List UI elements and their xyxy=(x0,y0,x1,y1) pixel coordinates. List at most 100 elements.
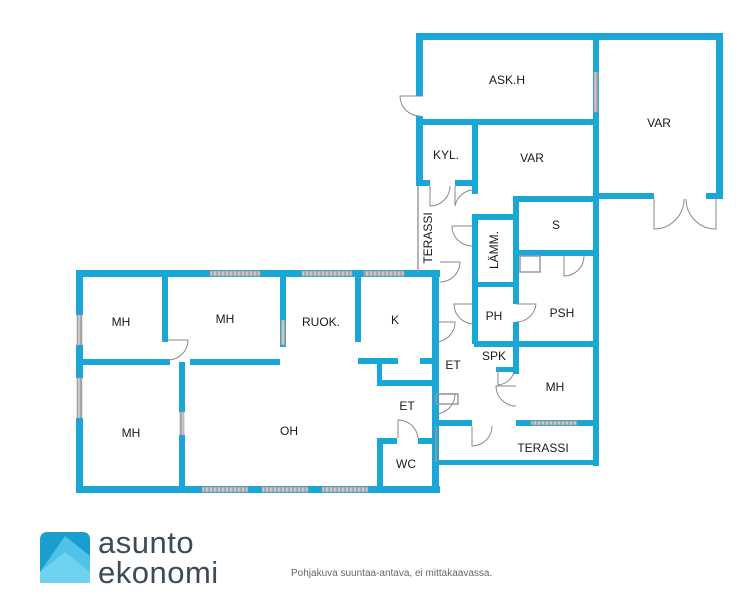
room-label-terassi-bottom: TERASSI xyxy=(517,441,568,455)
wall-mh-row-divider xyxy=(76,359,170,365)
door-k xyxy=(434,321,456,343)
door-terassi xyxy=(439,261,461,283)
room-label-ask-h: ASK.H xyxy=(489,73,525,87)
room-label-ruok: RUOK. xyxy=(302,315,340,329)
room-label-mh-bottom-left: MH xyxy=(122,426,141,440)
room-label-et-lower: ET xyxy=(399,399,415,413)
wall-right-outer xyxy=(593,196,599,466)
wall-top-block-top xyxy=(416,33,723,40)
room-label-oh: OH xyxy=(280,424,298,438)
wall-house-left-top xyxy=(76,270,83,315)
door-kyl xyxy=(429,185,451,207)
room-label-mh-right: MH xyxy=(546,380,565,394)
door-mh-right xyxy=(495,385,517,407)
room-label-spk: SPK xyxy=(482,349,506,363)
wall-var-bottom xyxy=(596,193,654,199)
window-mh3-left xyxy=(76,377,83,419)
door-wc xyxy=(397,419,419,439)
window-askh xyxy=(593,71,599,113)
wall-psh-left xyxy=(513,256,519,304)
wall-psh-left-lower xyxy=(513,322,519,346)
room-label-wc: WC xyxy=(396,457,416,471)
wall-wc-left xyxy=(377,438,383,490)
wall-top-block-left xyxy=(416,33,423,96)
window-ruok xyxy=(301,270,353,277)
door-ph xyxy=(453,303,475,325)
wall-lamm-top xyxy=(472,214,516,220)
wall-closet-top xyxy=(377,380,435,386)
door-s xyxy=(563,255,585,277)
room-labels: ASK.H VAR KYL. VAR TERASSI S LÄMM. PSH P… xyxy=(112,73,672,471)
door-garage-right xyxy=(685,198,717,230)
brand-name-line1: asunto xyxy=(98,525,195,560)
room-label-var-small: VAR xyxy=(520,151,544,165)
door-spk xyxy=(497,367,515,386)
wall-var-bottom-right xyxy=(706,193,723,199)
window-k xyxy=(363,270,405,277)
door-psh xyxy=(515,303,537,323)
window-mh1-left xyxy=(76,314,83,346)
doors xyxy=(167,95,717,447)
room-label-mh-top-middle: MH xyxy=(216,312,235,326)
wall-spk-right xyxy=(513,344,519,374)
door-terassi-bottom xyxy=(471,425,493,447)
wall-s-bottom xyxy=(516,250,596,256)
door-et-lower xyxy=(434,393,456,415)
wall-lamm-bottom xyxy=(474,282,516,287)
wall-mh-row-divider-2 xyxy=(190,359,280,365)
door-lamm xyxy=(451,225,473,247)
wall-closet-left xyxy=(377,364,382,386)
room-label-k: K xyxy=(391,313,399,327)
wall-wc-top-2 xyxy=(418,438,435,444)
wall-terassi-bottom xyxy=(436,460,599,465)
window-oh-bottom-2 xyxy=(261,486,309,493)
wall-ph-bottom xyxy=(474,341,596,347)
wall-house-right xyxy=(432,270,439,493)
thin-walls xyxy=(417,186,541,462)
wall-mh2-ruok xyxy=(280,272,286,347)
wall-top-block-left-lower xyxy=(416,116,423,186)
room-label-et-upper: ET xyxy=(445,358,461,372)
wall-house-bottom xyxy=(76,486,440,493)
brand-name-line2: ekonomi xyxy=(98,555,219,590)
wall-wc-top xyxy=(377,438,397,444)
wall-oh-left xyxy=(179,362,185,412)
wall-kyl-bottom-2 xyxy=(455,180,475,186)
room-label-psh: PSH xyxy=(550,306,575,320)
wall-top-block-right xyxy=(716,33,723,198)
room-label-ph: PH xyxy=(486,309,503,323)
door-var-small xyxy=(454,186,473,207)
wall-var-divider xyxy=(593,33,599,199)
window-oh-bottom-1 xyxy=(201,486,249,493)
window-mh2 xyxy=(209,270,261,277)
room-label-var-large: VAR xyxy=(647,116,671,130)
wall-kyl-divider xyxy=(472,119,478,194)
room-label-terassi-vertical: TERASSI xyxy=(421,212,435,263)
wall-house-left-bottom xyxy=(76,418,83,493)
room-label-mh-top-left: MH xyxy=(112,315,131,329)
walls xyxy=(76,33,723,493)
wall-lamm-left xyxy=(472,214,478,344)
door-garage-left xyxy=(653,198,685,230)
room-label-kyl: KYL. xyxy=(433,148,459,162)
wall-askh-bottom xyxy=(416,119,596,125)
window-oh-bottom-3 xyxy=(321,486,369,493)
window-mh2-inner xyxy=(280,319,286,346)
wall-k-bottom-2 xyxy=(420,358,435,364)
house-logo-icon xyxy=(40,532,90,583)
wall-k-bottom xyxy=(358,358,398,364)
wall-spk-bottom xyxy=(496,367,518,372)
wall-kyl-bottom xyxy=(416,180,430,186)
door-mh1 xyxy=(167,339,189,361)
room-label-s: S xyxy=(552,218,560,232)
room-label-lamm: LÄMM. xyxy=(487,231,501,269)
wall-s-box xyxy=(513,196,519,256)
disclaimer-text: Pohjakuva suuntaa-antava, ei mittakaavas… xyxy=(291,568,493,579)
wall-s-top xyxy=(513,196,599,202)
wall-ruok-k xyxy=(355,272,361,342)
windows xyxy=(76,71,599,493)
wall-east-bottom-connect xyxy=(432,420,472,426)
door-askh xyxy=(399,95,423,117)
wall-oh-left-lower xyxy=(179,435,185,490)
